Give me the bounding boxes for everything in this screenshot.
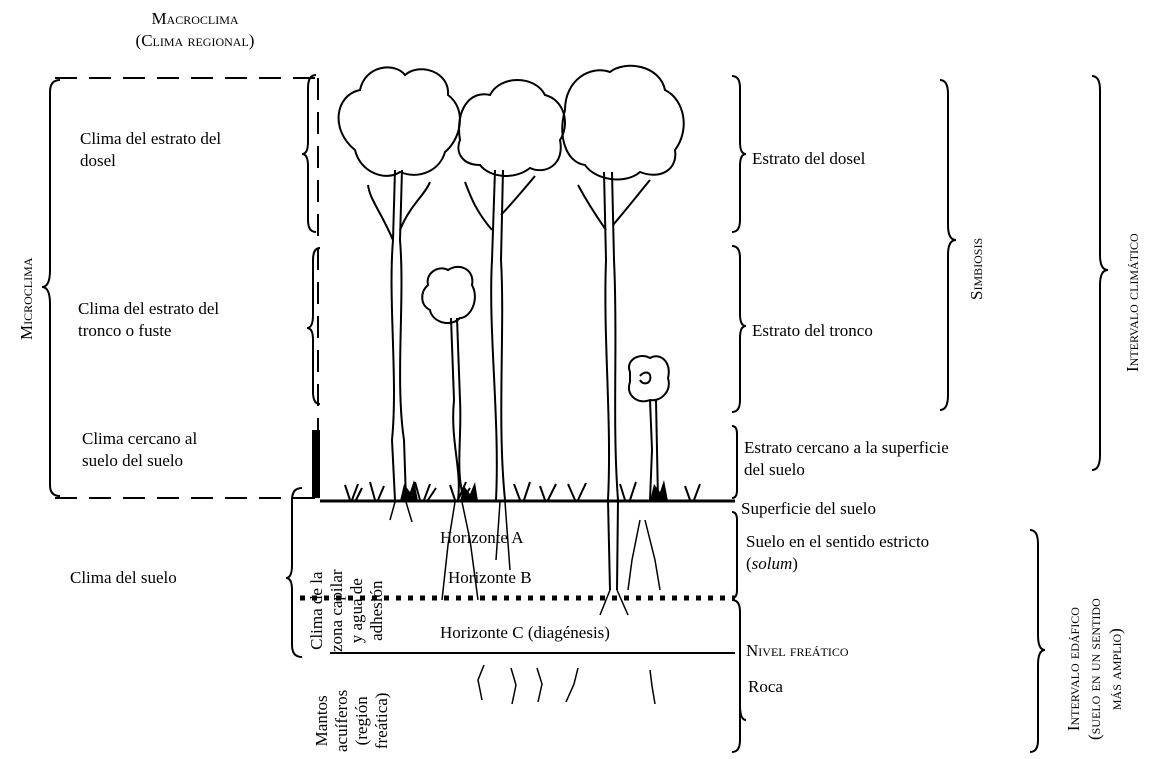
intervalo-edafico-label: Intervalo edáfico (suelo en un sentido m… xyxy=(1063,598,1126,740)
microclimate-bracket xyxy=(42,80,60,496)
clima-tronco-line1: Clima del estrato del xyxy=(78,298,219,320)
clima-dosel-label: Clima del estrato del dosel xyxy=(80,128,221,172)
horizonte-c-label: Horizonte C (diagénesis) xyxy=(440,622,610,644)
macroclima-line2: (Clima regional) xyxy=(110,30,280,52)
dosel-climate-brace xyxy=(302,75,316,232)
mantos-acuiferos-label: Mantos acuíferos (región freática) xyxy=(312,690,392,752)
solum-line1: Suelo en el sentido estricto xyxy=(746,531,929,553)
clima-tronco-label: Clima del estrato del tronco o fuste xyxy=(78,298,219,342)
solum-label: Suelo en el sentido estricto (solum) xyxy=(746,531,929,575)
ground-vegetation-solid xyxy=(400,480,668,501)
macroclima-line1: Macroclima xyxy=(110,8,280,30)
intervalo-climatico-brace xyxy=(1092,76,1108,470)
horizonte-a-label: Horizonte A xyxy=(440,527,524,549)
microclima-label: Microclima xyxy=(16,258,37,340)
clima-dosel-line1: Clima del estrato del xyxy=(80,128,221,150)
superficie-suelo-label: Superficie del suelo xyxy=(741,498,876,520)
clima-cercano-label: Clima cercano al suelo del suelo xyxy=(82,428,197,472)
solum-line2: (solum) xyxy=(746,553,929,575)
ground-vegetation xyxy=(345,482,700,500)
clima-tronco-line2: tronco o fuste xyxy=(78,320,219,342)
mantos-line2: acuíferos xyxy=(332,690,352,752)
estrato-cercano-line2: del suelo xyxy=(744,459,949,481)
intervalo-edafico-line1: Intervalo edáfico xyxy=(1063,598,1084,740)
estrato-cercano-line1: Estrato cercano a la superficie xyxy=(744,437,949,459)
solum-brace xyxy=(732,512,737,598)
roca-brace xyxy=(732,600,746,752)
root-system xyxy=(390,502,660,704)
horizonte-b-label: Horizonte B xyxy=(448,567,532,589)
mantos-line3: (región xyxy=(352,690,372,752)
intervalo-edafico-line2: (suelo en un sentido xyxy=(1084,598,1105,740)
estrato-tronco-label: Estrato del tronco xyxy=(752,320,873,342)
clima-cercano-line1: Clima cercano al xyxy=(82,428,197,450)
macroclima-title: Macroclima (Clima regional) xyxy=(110,8,280,52)
estrato-cercano-label: Estrato cercano a la superficie del suel… xyxy=(744,437,949,481)
cercano-climate-bar xyxy=(312,430,320,498)
capilar-line4: adhesión xyxy=(367,569,387,652)
solum-italic-word: solum xyxy=(752,554,793,573)
mantos-line4: freática) xyxy=(372,690,392,752)
suelo-climate-brace xyxy=(286,488,302,657)
capilar-line2: zona capilar xyxy=(327,569,347,652)
estrato-dosel-brace xyxy=(732,76,746,232)
clima-dosel-line2: dosel xyxy=(80,150,221,172)
nivel-freatico-label: Nivel freático xyxy=(746,640,849,662)
clima-suelo-label: Clima del suelo xyxy=(70,567,177,589)
simbiosis-label: Simbiosis xyxy=(966,238,987,300)
intervalo-edafico-brace xyxy=(1030,530,1045,752)
solum-close-paren: ) xyxy=(792,554,798,573)
estrato-tronco-brace xyxy=(732,246,746,412)
estrato-dosel-label: Estrato del dosel xyxy=(752,148,865,170)
clima-capilar-label: Clima de la zona capilar y agua de adhes… xyxy=(307,569,387,652)
roca-label: Roca xyxy=(748,676,783,698)
clima-cercano-line2: suelo del suelo xyxy=(82,450,197,472)
intervalo-edafico-line3: más amplio) xyxy=(1105,598,1126,740)
capilar-line3: y agua de xyxy=(347,569,367,652)
tree-illustrations xyxy=(339,66,684,590)
intervalo-climatico-label: Intervalo climático xyxy=(1122,233,1143,372)
simbiosis-brace xyxy=(940,80,956,410)
capilar-line1: Clima de la xyxy=(307,569,327,652)
mantos-line1: Mantos xyxy=(312,690,332,752)
estrato-cercano-brace xyxy=(732,426,737,498)
